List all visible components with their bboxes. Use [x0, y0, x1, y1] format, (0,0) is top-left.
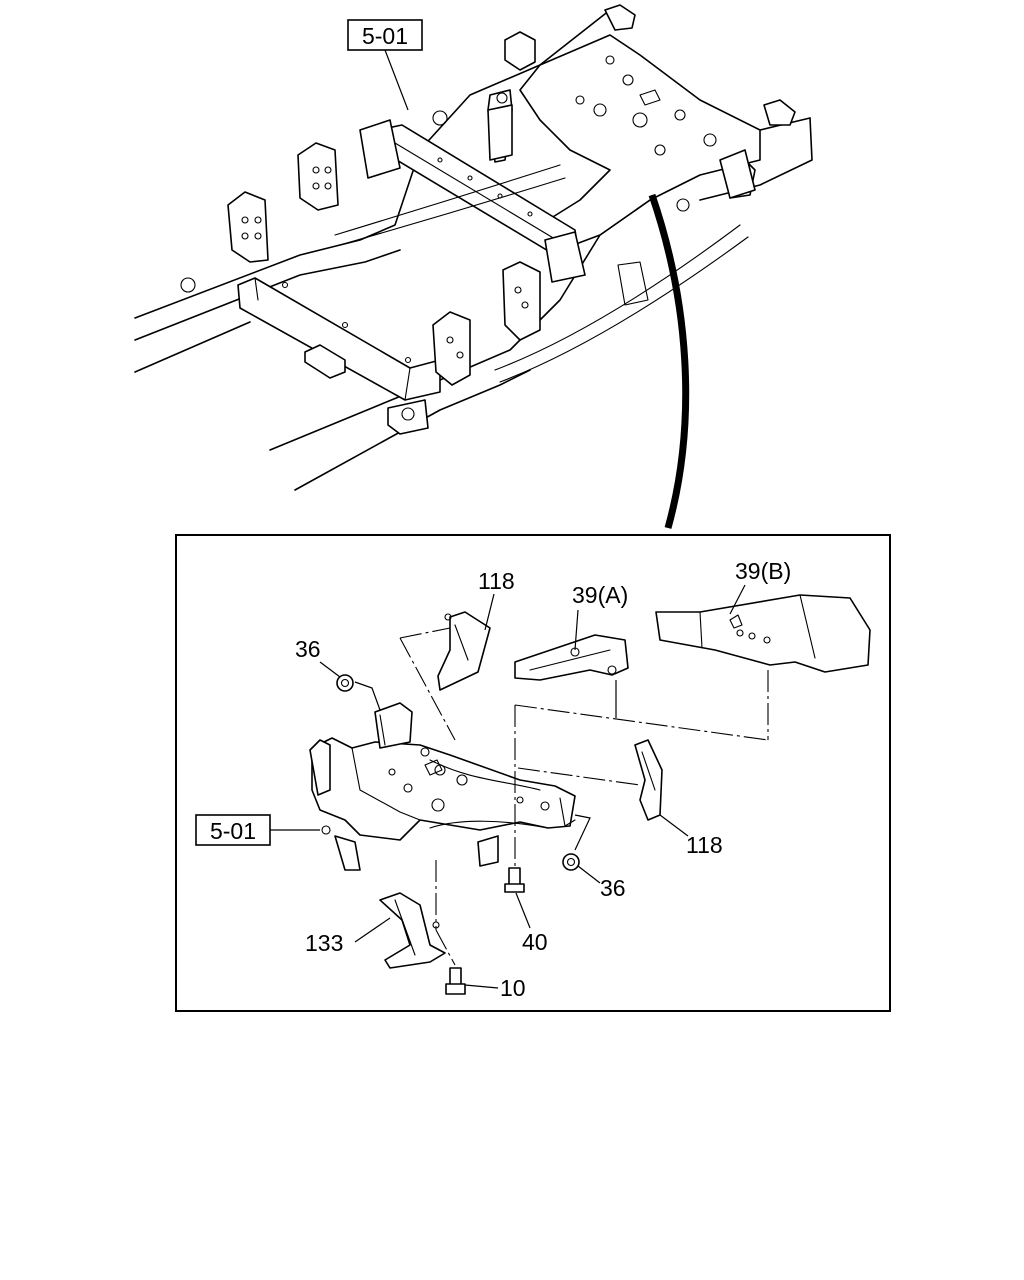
detail-reference[interactable]: 5-01 [195, 814, 331, 846]
callout-133: 133 [305, 930, 343, 956]
callout-40: 40 [522, 929, 548, 955]
bolt-40 [504, 867, 525, 893]
top-reference-label: 5-01 [362, 23, 408, 49]
callouts: 118 39(A) 39(B) 36 118 36 40 133 10 [295, 558, 791, 1001]
exploded-detail [309, 594, 871, 995]
top-reference[interactable]: 5-01 [347, 19, 423, 111]
leaf-spring [334, 164, 561, 236]
top-reference-box [347, 19, 423, 51]
left-frame-rail [134, 9, 611, 319]
chassis-frame-overview [134, 4, 813, 491]
mount-ring [387, 399, 429, 435]
callout-118-right: 118 [686, 832, 723, 858]
callout-118-top: 118 [478, 568, 515, 594]
callout-39a: 39(A) [572, 582, 628, 608]
bracket-39a [514, 634, 629, 681]
bolt-10 [445, 967, 466, 995]
callout-36-top: 36 [295, 636, 321, 662]
front-crossmember [237, 277, 441, 401]
nut-36-top [336, 674, 354, 692]
cross-link [377, 124, 579, 256]
callout-10: 10 [500, 975, 526, 1001]
nut-36-right [562, 853, 580, 871]
bracket-118-right [634, 739, 663, 821]
detail-frame [175, 534, 891, 1012]
rear-crossmember-installed [519, 34, 761, 251]
callout-36-right: 36 [600, 875, 626, 901]
bracket-133 [379, 892, 446, 969]
bracket-118-upper [437, 611, 491, 691]
detail-reference-box [195, 814, 271, 846]
bracket-39b [655, 594, 871, 673]
callout-39b: 39(B) [735, 558, 791, 584]
detail-pointer [648, 193, 690, 529]
detail-reference-label: 5-01 [210, 818, 256, 844]
